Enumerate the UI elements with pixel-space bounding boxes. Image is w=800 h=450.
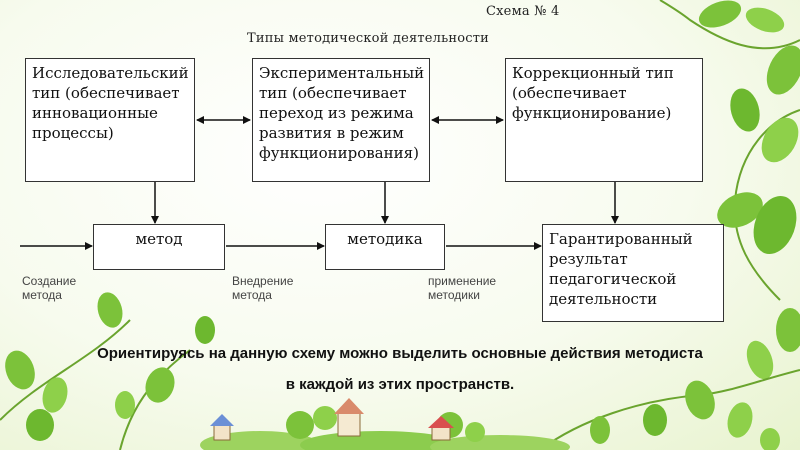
- stage-label-creation: Создание метода: [22, 274, 77, 302]
- type-box-experimental: Экспериментальный тип (обеспечивает пере…: [252, 58, 430, 182]
- result-box: Гарантированный результат педагогической…: [542, 224, 724, 322]
- bottom-right-vine: [539, 369, 800, 450]
- methodology-box: методика: [325, 224, 445, 270]
- type-box-correctional: Коррекционный тип (обеспечивает функцион…: [505, 58, 703, 182]
- scheme-number: Схема № 4: [486, 4, 560, 19]
- diagram-title: Типы методической деятельности: [247, 31, 490, 46]
- stage-label-implementation: Внедрение метода: [232, 274, 294, 302]
- conclusion-line-1: Ориентируясь на данную схему можно выдел…: [97, 345, 703, 362]
- type-box-research: Исследовательский тип (обеспечивает инно…: [25, 58, 195, 182]
- conclusion-line-2: в каждой из этих пространств.: [285, 376, 515, 393]
- houses-icon: [210, 398, 454, 441]
- bottom-grass: [200, 406, 570, 450]
- top-right-vine: [659, 0, 800, 380]
- bottom-left-vine: [0, 292, 215, 450]
- stage-label-application: применение методики: [428, 274, 497, 302]
- method-box: метод: [93, 224, 225, 270]
